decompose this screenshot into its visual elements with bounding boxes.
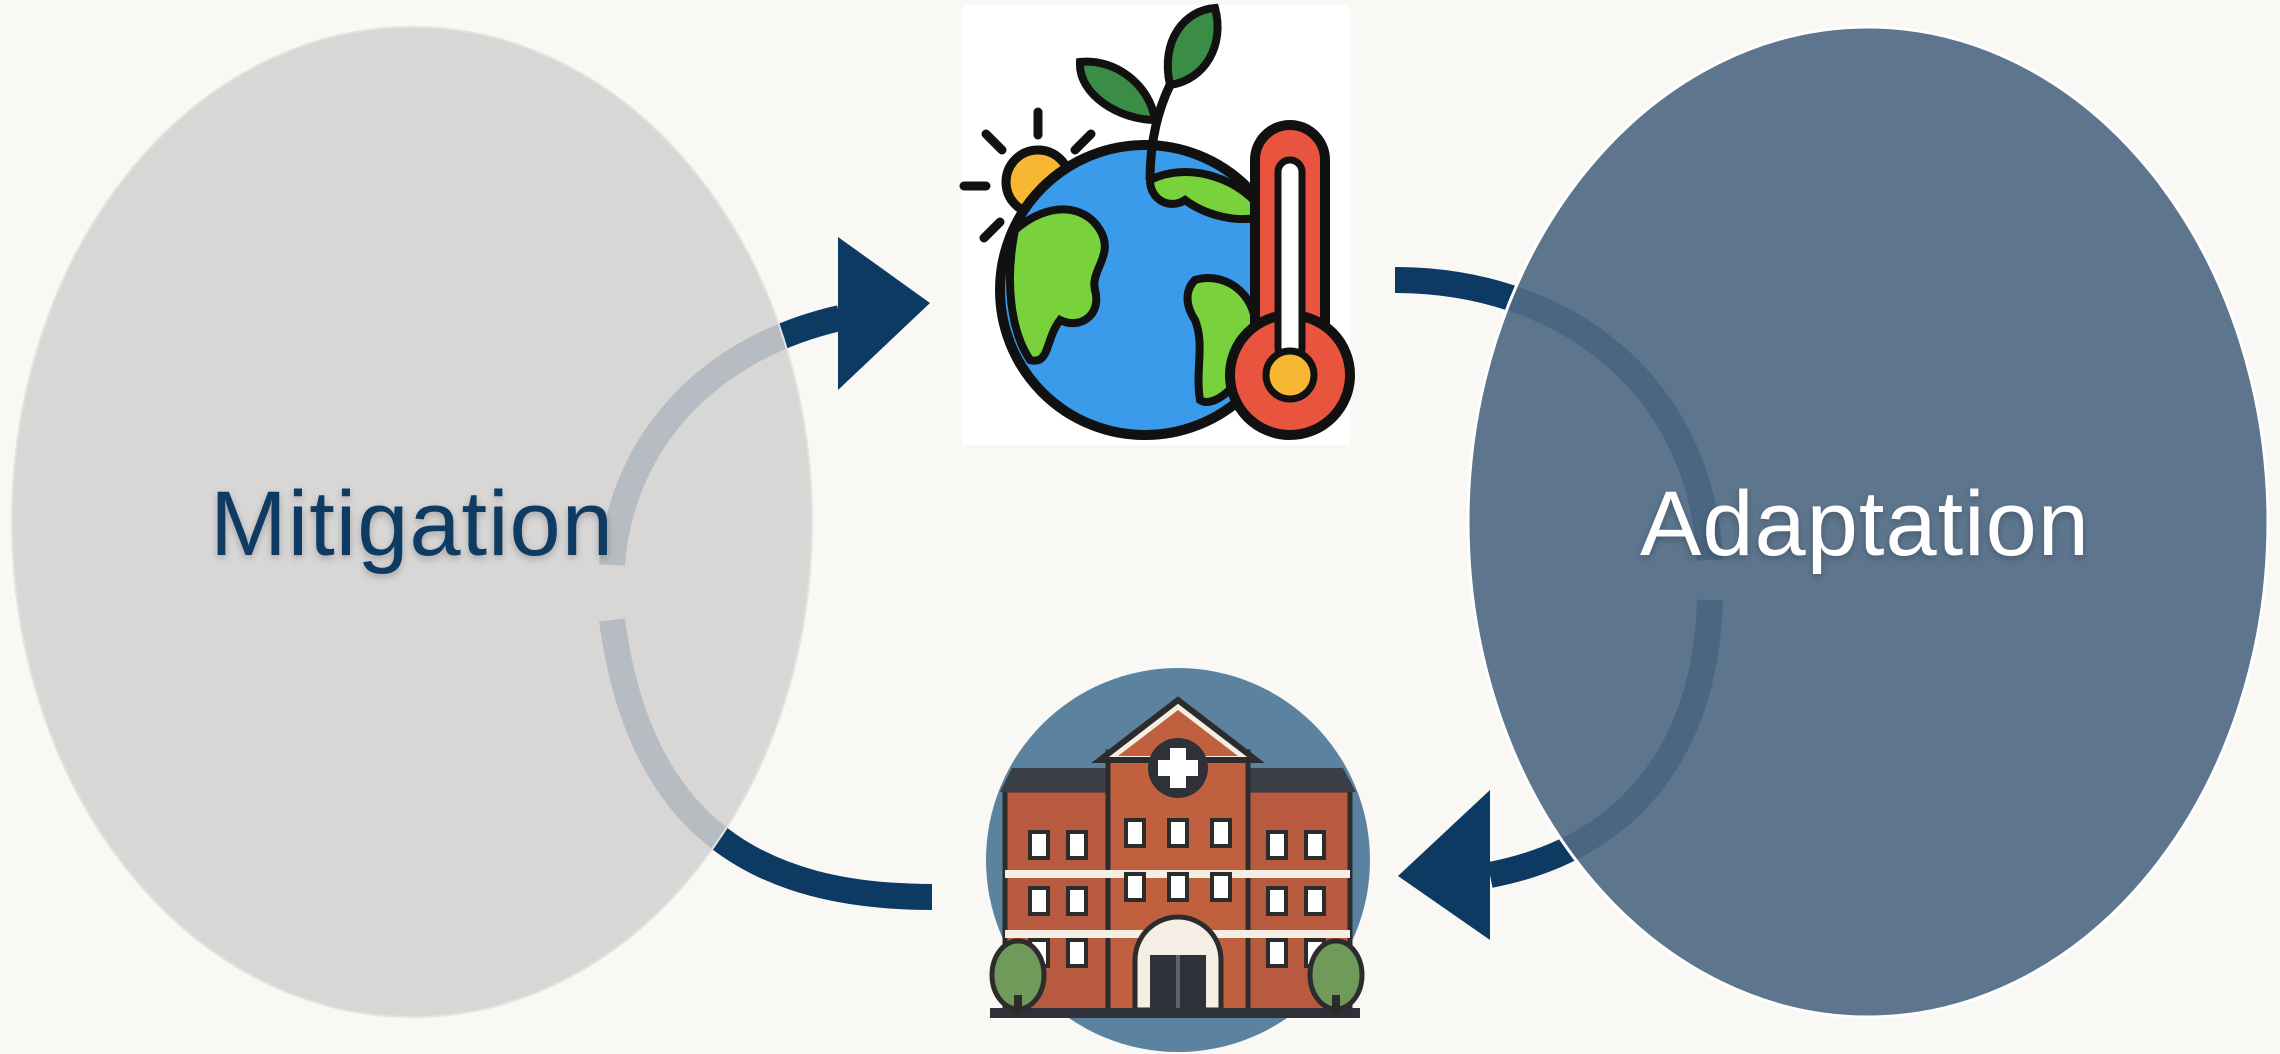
tree-icon xyxy=(989,938,1047,1015)
leaf-icon xyxy=(1163,3,1222,90)
mitigation-node xyxy=(11,26,813,1018)
tree-icon xyxy=(1307,938,1365,1015)
mitigation-label: Mitigation xyxy=(210,473,614,575)
arrowhead-to-hospital xyxy=(1398,790,1490,940)
hospital-building-icon xyxy=(986,668,1370,1052)
adaptation-node xyxy=(1466,25,2270,1019)
adaptation-label: Adaptation xyxy=(1640,473,2090,575)
earth-thermometer-icon xyxy=(959,3,1355,445)
arrowhead-to-globe xyxy=(838,237,930,390)
